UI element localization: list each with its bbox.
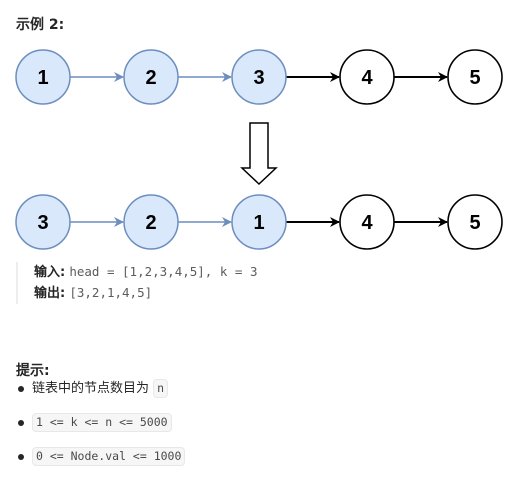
node-value: 2 [145,212,156,234]
list-node: 3 [231,49,287,105]
node-circle [123,49,179,105]
output-line: 输出: [3,2,1,4,5] [34,283,258,304]
list-node: 2 [123,49,179,105]
list-node: 4 [339,49,395,105]
linked-list-diagram: 1 2 3 4 5 3 2 1 4 5 [15,49,503,250]
node-circle [123,194,179,250]
hint-code: 0 <= Node.val <= 1000 [32,447,186,466]
node-circle [447,49,503,105]
example-title: 示例 2: [16,17,65,33]
node-value: 5 [469,212,480,234]
hints-title: 提示: [16,363,50,379]
hints-list: 链表中的节点数目为 n 1 <= k <= n <= 5000 0 <= Nod… [16,378,186,480]
list-node: 1 [15,49,71,105]
node-value: 3 [37,212,48,234]
input-line: 输入: head = [1,2,3,4,5], k = 3 [34,262,258,283]
list-node: 1 [231,194,287,250]
node-value: 1 [253,212,264,234]
node-value: 2 [145,67,156,89]
node-value: 4 [361,67,373,89]
output-label: 输出: [34,286,66,301]
list-node: 5 [447,194,503,250]
hint-item: 1 <= k <= n <= 5000 [16,412,185,434]
hint-item: 0 <= Node.val <= 1000 [16,446,186,468]
node-circle [231,194,287,250]
hint-text: 链表中的节点数目为 [32,381,150,396]
hint-code: n [153,379,169,398]
node-circle [339,194,395,250]
hint-item: 链表中的节点数目为 n [16,378,185,400]
node-circle [447,194,503,250]
list-node: 3 [15,194,71,250]
list-node: 2 [123,194,179,250]
list-node: 4 [339,194,395,250]
node-circle [15,194,71,250]
hint-code: 1 <= k <= n <= 5000 [32,413,172,432]
transform-down-arrow [240,122,278,186]
list-node: 5 [447,49,503,105]
list-after: 3 2 1 4 5 [15,194,503,250]
node-circle [339,49,395,105]
node-value: 5 [469,67,480,89]
example-io: 输入: head = [1,2,3,4,5], k = 3 输出: [3,2,1… [16,262,258,304]
node-circle [15,49,71,105]
list-before: 1 2 3 4 5 [15,49,503,105]
input-label: 输入: [34,265,66,280]
node-circle [231,49,287,105]
node-value: 3 [253,67,264,89]
node-value: 4 [361,212,373,234]
node-value: 1 [37,67,48,89]
output-value: [3,2,1,4,5] [69,285,153,300]
input-value: head = [1,2,3,4,5], k = 3 [69,264,258,279]
